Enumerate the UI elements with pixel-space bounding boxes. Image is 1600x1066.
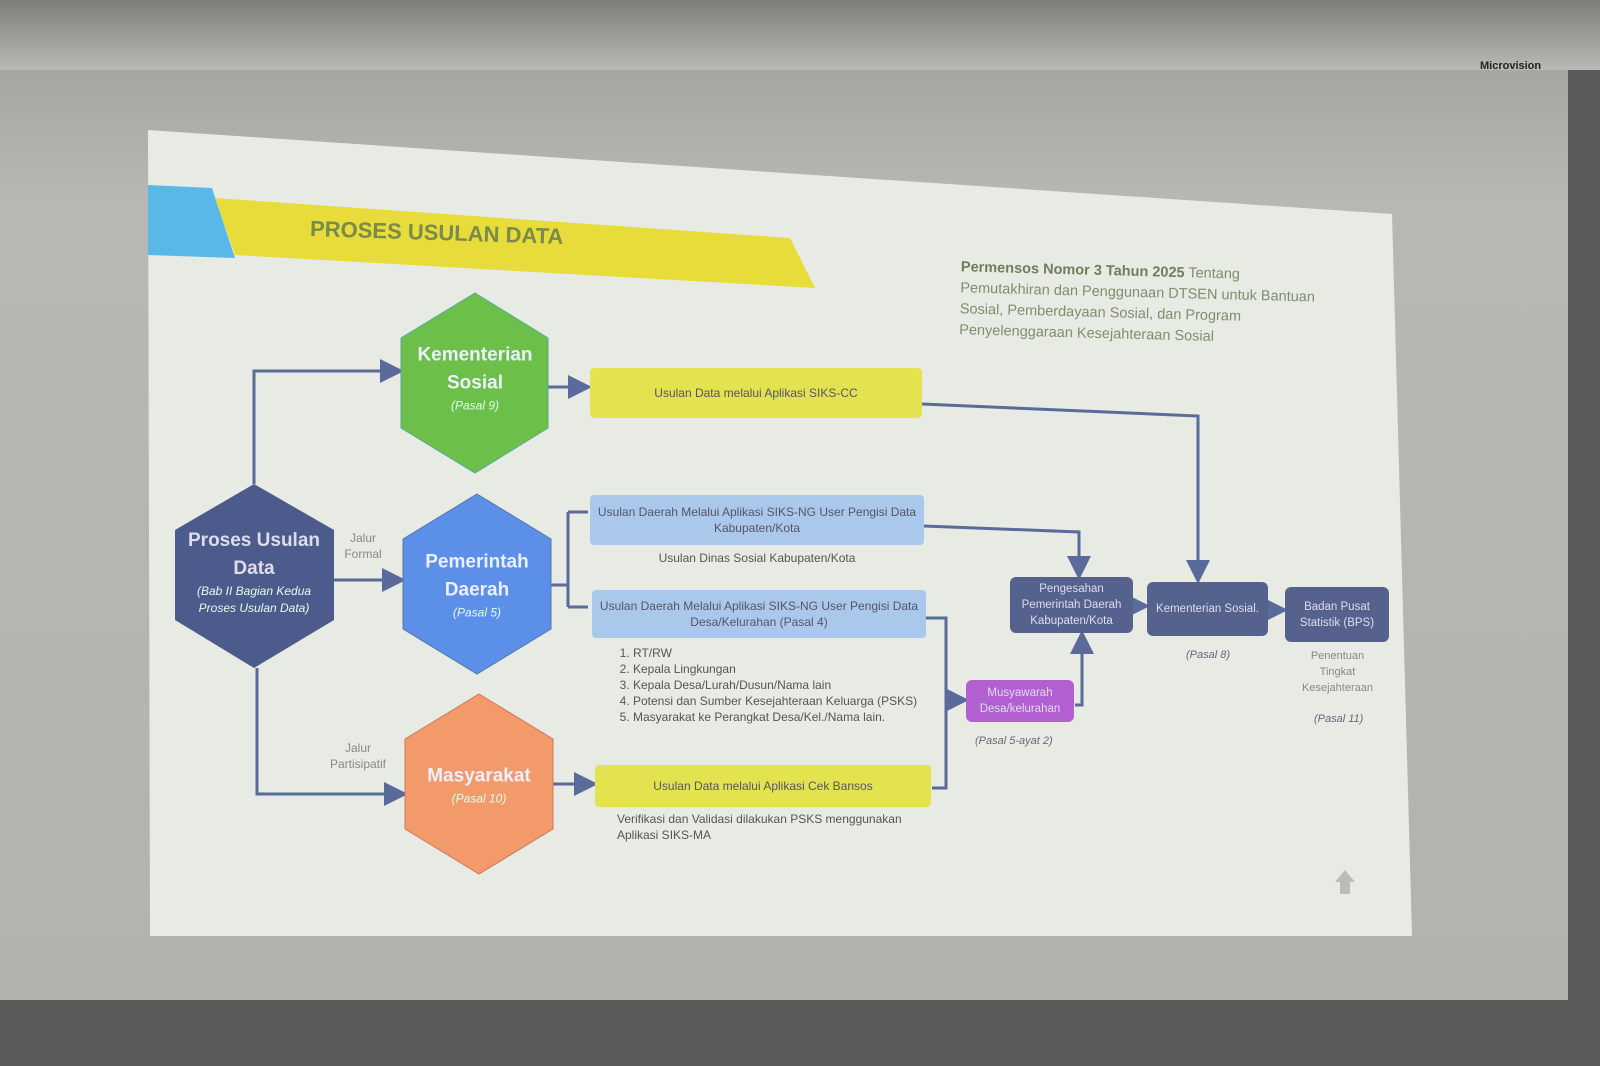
list-item: Kepala Lingkungan [633,661,935,677]
hex-sub: (Bab II Bagian Kedua Proses Usulan Data) [196,584,312,615]
hex-title: Pemerintah Daerah [425,551,529,601]
list-item: Kepala Desa/Lurah/Dusun/Nama lain [633,677,935,693]
hex-title: Masyarakat [427,765,531,787]
bps-ref: (Pasal 11) [1314,713,1364,725]
connector [550,510,588,609]
hex-sub: (Pasal 9) [450,398,500,413]
brand-logo: Microvision [1480,60,1542,72]
hex-proses-label: Proses Usulan Data (Bab II Bagian Kedua P… [179,527,329,617]
regulation-number: Permensos Nomor 3 Tahun 2025 [960,259,1185,282]
kemensos-ref: (Pasal 8) [1186,649,1231,661]
box-siks-ng-desa: Usulan Daerah Melalui Aplikasi SIKS-NG U… [592,590,926,638]
hex-kemensos [400,292,549,474]
connector [1070,630,1094,707]
connector [255,668,408,806]
musyawarah-ref: (Pasal 5-ayat 2) [975,735,1053,747]
proposer-list: RT/RW Kepala Lingkungan Kepala Desa/Lura… [615,645,935,725]
list-item: Potensi dan Sumber Kesejahteraan Keluarg… [633,693,935,709]
bps-note: Penentuan Tingkat Kesejahteraan [1302,650,1373,694]
hex-masyarakat-label: Masyarakat (Pasal 10) [409,763,549,808]
jalur-partisipatif-label: Jalur Partisipatif [329,741,387,771]
projector-housing [0,0,1600,70]
hex-masyarakat [404,693,554,875]
box-cek-bansos: Usulan Data melalui Aplikasi Cek Bansos [595,765,931,807]
connector [252,359,404,484]
dinsos-note: Usulan Dinas Sosial Kabupaten/Kota [658,551,856,565]
hex-pemda-label: Pemerintah Daerah (Pasal 5) [412,549,542,622]
box-siks-cc: Usulan Data melalui Aplikasi SIKS-CC [590,368,922,418]
connector [921,402,1210,584]
hex-title: Kementerian Sosial [417,344,533,394]
title-banner [215,198,815,288]
list-item: Masyarakat ke Perangkat Desa/Kel./Nama l… [633,709,935,725]
jalur-formal-label: Jalur Formal [344,531,382,561]
home-icon [1335,870,1355,894]
hex-pemda [402,493,552,675]
box-siks-ng-kab: Usulan Daerah Melalui Aplikasi SIKS-NG U… [590,495,924,545]
box-bps: Badan Pusat Statistik (BPS) [1285,587,1389,642]
verification-note: Verifikasi dan Validasi dilakukan PSKS m… [617,812,902,842]
list-item: RT/RW [633,645,935,661]
hex-kemensos-label: Kementerian Sosial (Pasal 9) [410,342,540,415]
box-pengesahan: Pengesahan Pemerintah Daerah Kabupaten/K… [1010,577,1133,633]
box-kemensos: Kementerian Sosial. [1147,582,1268,636]
connector [923,524,1091,580]
title-accent [148,185,235,258]
hex-proses [175,484,334,668]
regulation-text: Permensos Nomor 3 Tahun 2025 Tentang Pem… [959,257,1321,350]
box-musyawarah: Musyawarah Desa/kelurahan [966,680,1074,722]
hex-sub: (Pasal 5) [452,605,502,620]
hex-title: Proses Usulan Data [188,530,320,579]
hex-sub: (Pasal 10) [451,791,507,806]
